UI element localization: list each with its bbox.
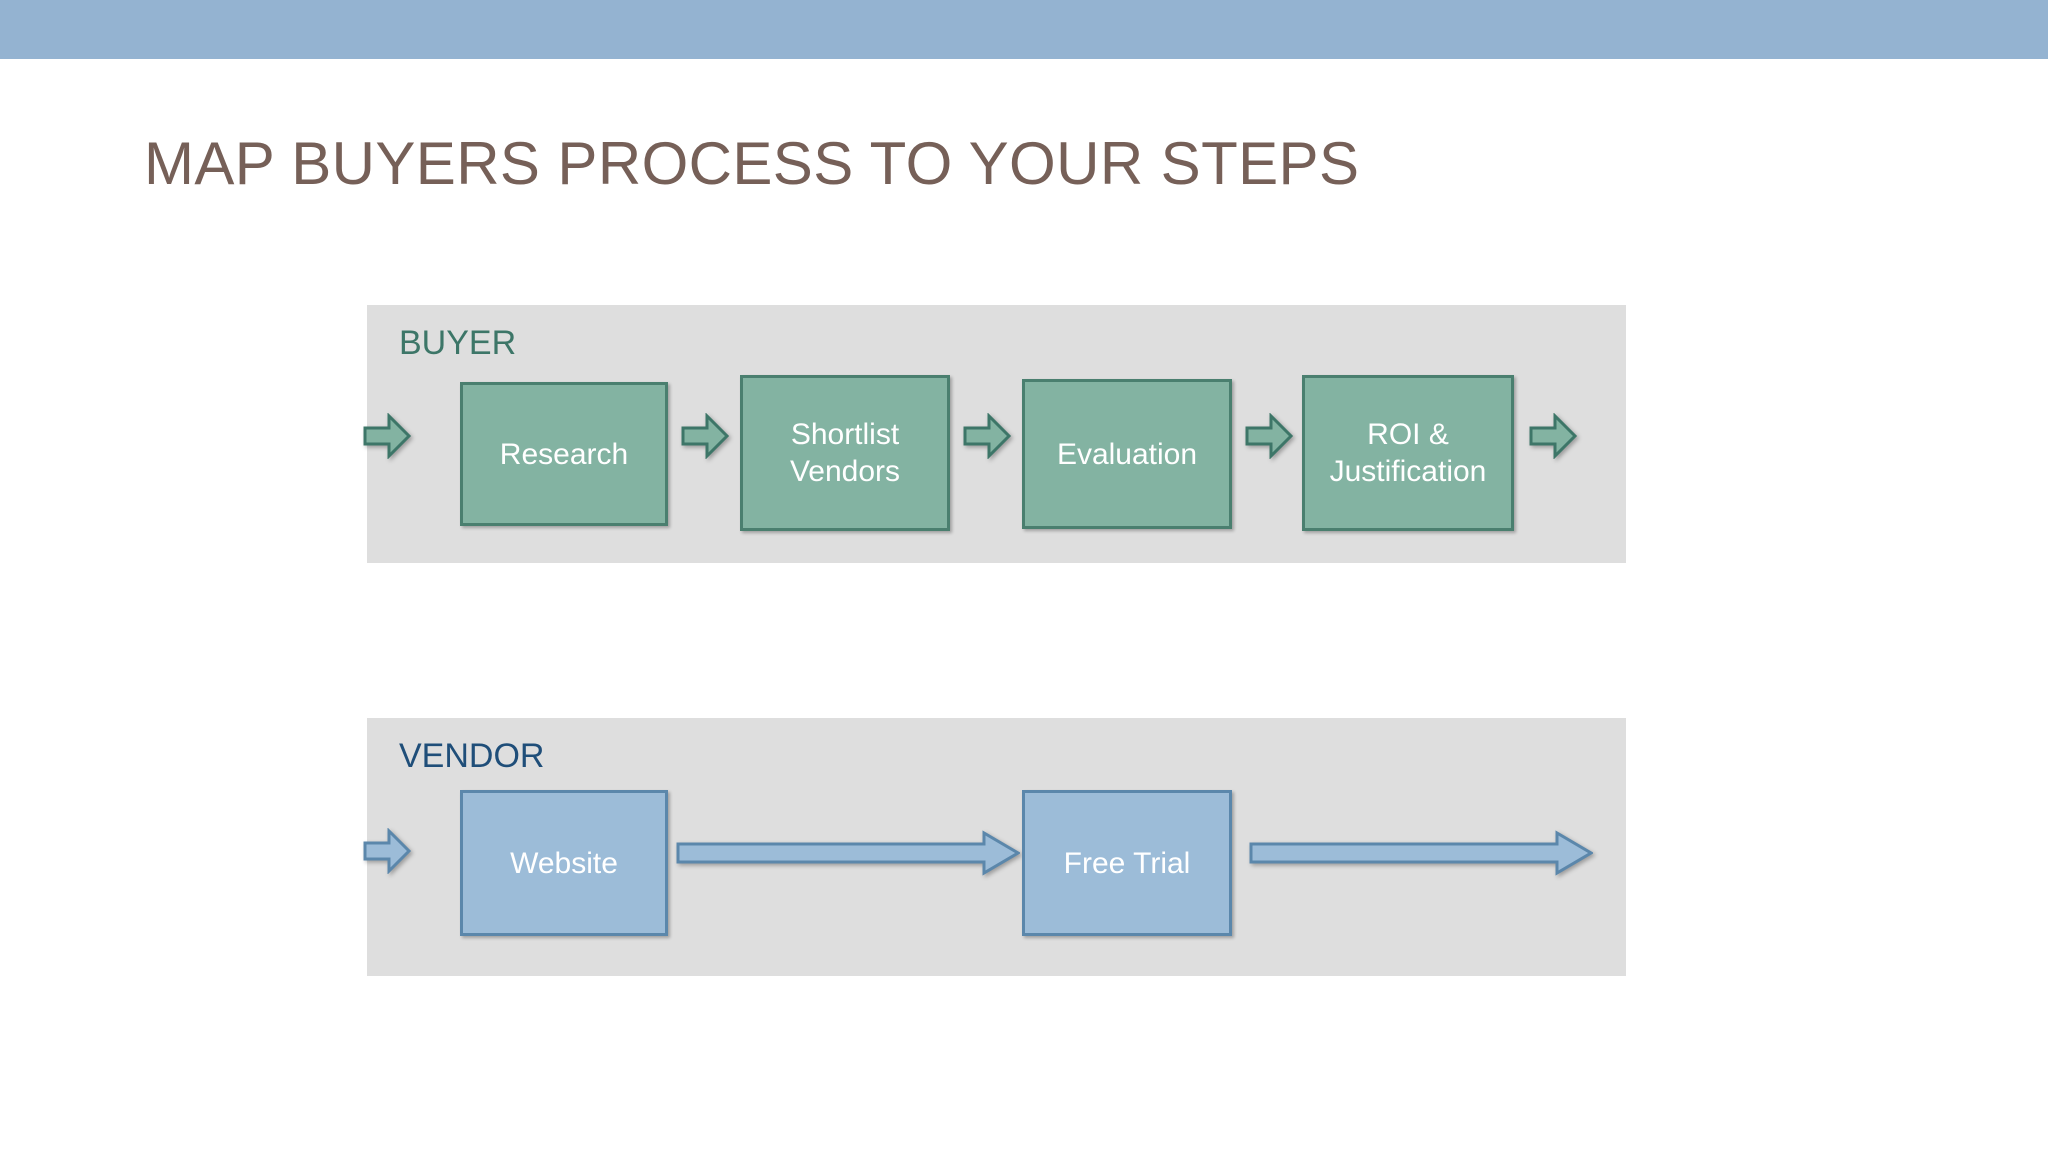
process-box-buyer-3-line1: Evaluation	[1056, 437, 1198, 471]
arrow-buyer-lead-in	[363, 413, 411, 459]
process-box-vendor-1-line1: Website	[510, 846, 618, 880]
arrow-vendor-lead-in	[363, 828, 411, 874]
process-box-vendor-2-text: Free Trial	[1064, 845, 1191, 882]
arrow-vendor-trailing	[1249, 830, 1593, 876]
process-box-buyer-2-line1: Shortlist	[790, 418, 900, 451]
process-box-buyer-1-text: Research	[500, 436, 628, 473]
process-box-buyer-2[interactable]: Shortlist Vendors	[740, 375, 950, 531]
process-box-buyer-2-line2: Vendors	[789, 455, 901, 488]
process-box-buyer-4-line2: Justification	[1329, 455, 1487, 488]
process-box-buyer-1-line1: Research	[499, 437, 629, 471]
process-box-vendor-1-text: Website	[510, 845, 618, 882]
process-box-buyer-4-text: ROI & Justification	[1330, 416, 1487, 490]
process-box-buyer-1[interactable]: Research	[460, 382, 668, 526]
top-accent-bar	[0, 0, 2048, 59]
process-box-vendor-2[interactable]: Free Trial	[1022, 790, 1232, 936]
swimlane-buyer: BUYER Research Shortlist Vendors Evaluat…	[363, 305, 1626, 563]
arrow-buyer-trailing	[1529, 413, 1577, 459]
arrow-buyer-2-3	[963, 413, 1011, 459]
page-title: MAP BUYERS PROCESS TO YOUR STEPS	[144, 130, 1360, 197]
arrow-vendor-1-2	[676, 830, 1020, 876]
process-box-vendor-1[interactable]: Website	[460, 790, 668, 936]
process-box-buyer-4[interactable]: ROI & Justification	[1302, 375, 1514, 531]
process-box-buyer-4-line1: ROI &	[1367, 418, 1449, 451]
arrow-buyer-3-4	[1245, 413, 1293, 459]
process-box-vendor-2-line1: Free Trial	[1063, 846, 1191, 880]
process-box-buyer-3-text: Evaluation	[1057, 436, 1197, 473]
arrow-buyer-1-2	[681, 413, 729, 459]
swimlane-vendor-label: VENDOR	[399, 737, 545, 775]
swimlane-buyer-label: BUYER	[399, 324, 517, 362]
process-box-buyer-3[interactable]: Evaluation	[1022, 379, 1232, 529]
swimlane-vendor: VENDOR Website Free Trial	[363, 718, 1626, 976]
process-box-buyer-2-text: Shortlist Vendors	[790, 416, 900, 490]
